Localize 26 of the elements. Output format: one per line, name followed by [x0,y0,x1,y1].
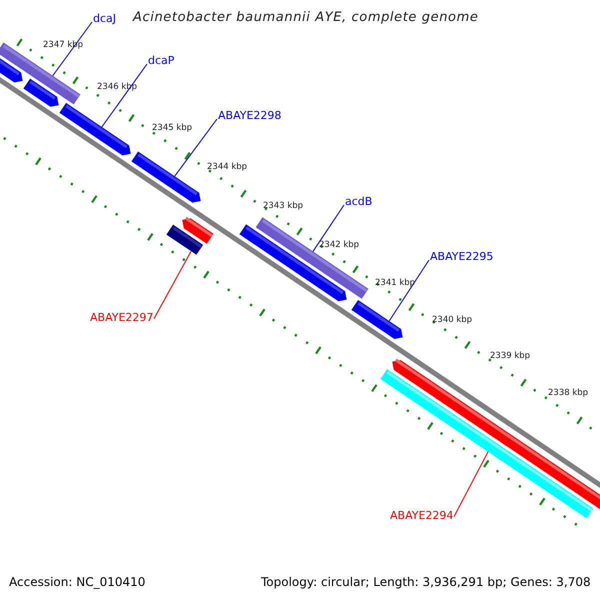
footer-note: Accession: NC_010410 [9,576,146,588]
gene-label: ABAYE2295 [430,251,494,262]
gene-label: ABAYE2297 [90,312,154,323]
gene-label: ABAYE2294 [390,510,454,521]
leader-line [101,64,148,128]
position-label: 2341 kbp [375,279,416,288]
footer-note: Topology: circular; Length: 3,936,291 bp; Genes: 3,708 [261,576,591,588]
position-label: 2340 kbp [432,316,472,324]
leader-line [154,250,192,320]
gene-segment [59,102,131,156]
leader-line [174,118,218,177]
position-label: 2342 kbp [319,241,360,250]
leader-line [454,451,489,518]
gene-segment [380,369,594,518]
gene-segment [351,300,403,339]
gene-label: ABAYE2298 [218,110,282,121]
leader-line [52,22,92,76]
gene-label: dcaP [148,55,174,66]
gene-segment [166,224,204,255]
leader-line [388,260,430,322]
gene-label: acdB [345,196,372,207]
position-label: 2338 kbp [548,389,588,398]
title: Acinetobacter baumannii AYE, complete genome [133,11,478,24]
gene-label: dcaJ [93,13,116,24]
position-label: 2345 kbp [152,124,192,132]
gene-segment [131,152,201,203]
